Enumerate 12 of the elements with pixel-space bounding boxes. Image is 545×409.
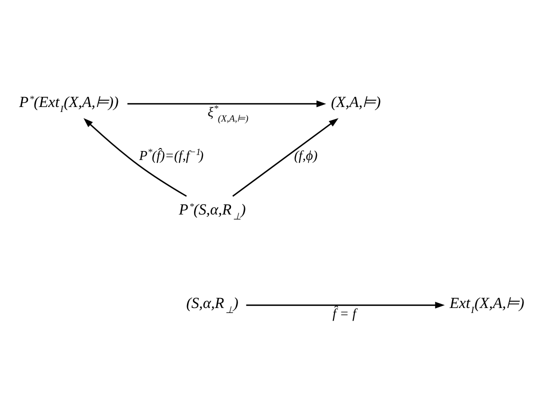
edge-label: f̂ = f [332, 306, 356, 321]
node-text: P$^{*}$(S,α,R$_{⊥}$) [178, 202, 246, 223]
node-text: Ext$_{I}$(X,A,⊨) [450, 295, 524, 316]
arrow [232, 118, 338, 197]
edge-label: P$^{*}$(f̂)=(f,f$^{−1}$) [139, 148, 204, 164]
arrow [246, 302, 445, 309]
arrow [127, 100, 326, 108]
node-text: (X,A,⊨) [330, 94, 381, 111]
node-text: (S,α,R$_{⊥}$) [186, 295, 238, 316]
edge-label: (f,ϕ) [294, 148, 318, 164]
arrow [84, 118, 187, 197]
node-text: P$^{*}$(Ext$_{I}$(X,A,⊨)) [19, 94, 119, 115]
